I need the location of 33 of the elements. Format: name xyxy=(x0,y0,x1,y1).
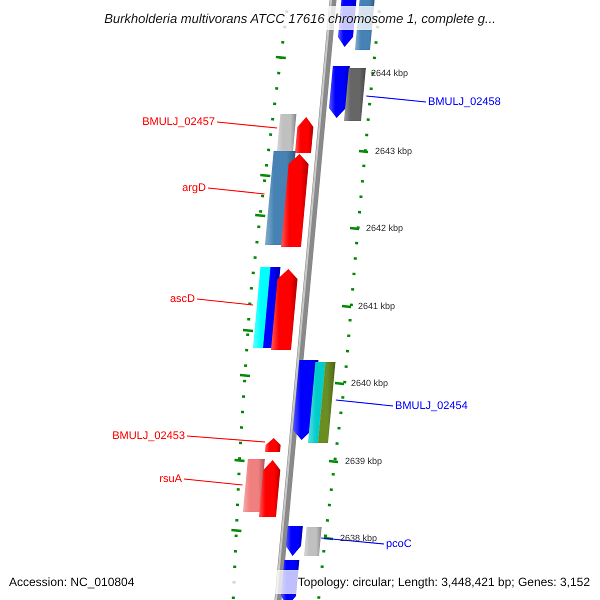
gene-bar xyxy=(259,460,280,517)
leader-line xyxy=(366,95,426,103)
gene-bar xyxy=(308,362,336,443)
title: Burkholderia multivorans ATCC 17616 chromosome 1, complete g... xyxy=(104,10,496,26)
gene-bar xyxy=(344,68,366,121)
gene-label: BMULJ_02453 xyxy=(112,430,185,442)
scale-tick-label: 2643 kbp xyxy=(375,146,412,156)
gene-label: pcoC xyxy=(386,538,412,550)
gene-label: rsuA xyxy=(159,473,182,485)
leader-line xyxy=(321,537,384,545)
leader-line xyxy=(336,399,394,407)
gene-bar xyxy=(270,269,298,350)
scale-tick-label: 2644 kbp xyxy=(371,68,408,78)
genome-info-text: Topology: circular; Length: 3,448,421 bp; Genes: 3,152 xyxy=(298,575,590,589)
gene-bar xyxy=(304,527,322,556)
gene-label: BMULJ_02458 xyxy=(428,96,501,108)
leader-line xyxy=(184,478,243,486)
leader-line xyxy=(196,298,254,306)
leader-line xyxy=(208,187,265,195)
gene-label: BMULJ_02457 xyxy=(142,116,215,128)
leader-line xyxy=(186,435,266,443)
gene-label: BMULJ_02454 xyxy=(395,400,468,412)
scale-tick-label: 2638 kbp xyxy=(340,533,378,543)
gene-label: ascD xyxy=(170,293,195,305)
scale-tick-label: 2642 kbp xyxy=(366,223,404,233)
scale-tick-label: 2640 kbp xyxy=(351,378,388,388)
accession-text: Accession: NC_010804 xyxy=(9,575,134,589)
leader-line xyxy=(216,121,278,129)
gene-bar xyxy=(265,438,281,452)
gene-bar xyxy=(277,114,297,151)
scale-tick-label: 2641 kbp xyxy=(358,301,396,311)
gene-label: argD xyxy=(182,182,206,194)
scale-tick-label: 2639 kbp xyxy=(345,456,382,466)
